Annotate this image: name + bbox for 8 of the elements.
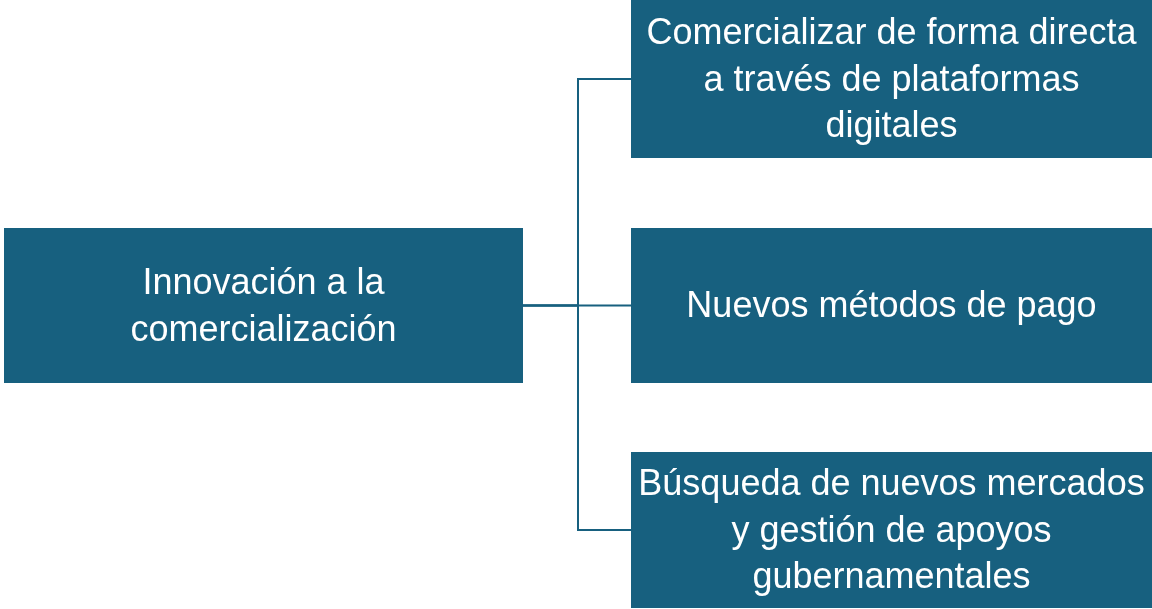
box-label: Innovación a la comercialización (129, 259, 398, 351)
box-label: Búsqueda de nuevos mercados y gestión de apoyos gubernamentales (637, 460, 1146, 599)
box-label: Comercializar de forma directa a través de plataformas digitales (645, 9, 1138, 148)
box-label: Nuevos métodos de pago (686, 283, 1097, 328)
process-box (631, 0, 1152, 158)
process-box (4, 228, 523, 383)
process-box (631, 228, 1152, 383)
connector-line (522, 304, 632, 531)
